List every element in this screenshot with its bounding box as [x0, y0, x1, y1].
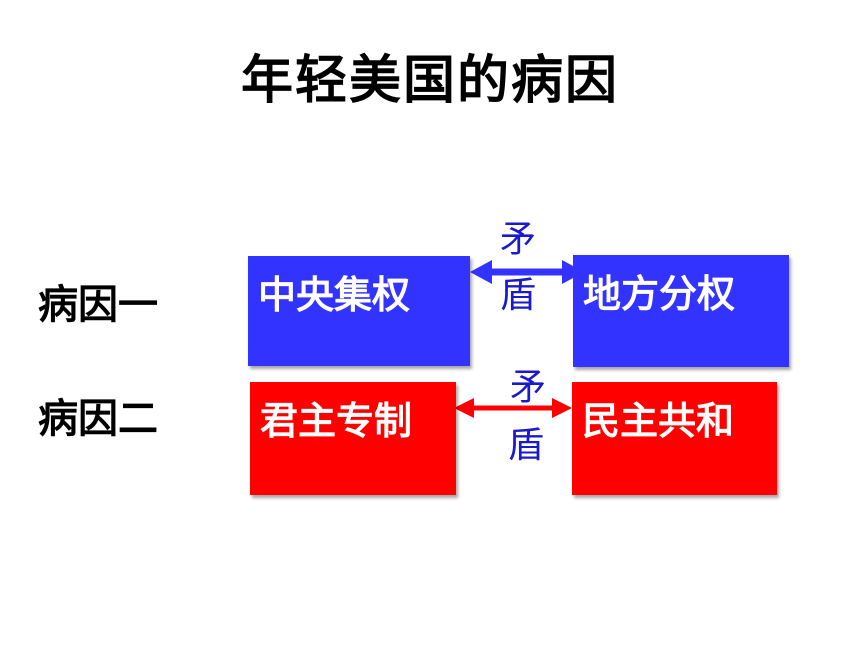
contradiction-label-2-top: 矛: [510, 367, 547, 408]
box-monarchy: 君主专制: [250, 382, 456, 495]
contradiction-label-1-top: 矛: [500, 219, 537, 260]
contradiction-label-2-bottom: 盾: [508, 425, 545, 466]
box-republic: 民主共和: [572, 382, 777, 495]
row-label-cause-two: 病因二: [38, 396, 158, 442]
row-label-cause-one: 病因一: [38, 282, 158, 328]
slide-title: 年轻美国的病因: [240, 51, 619, 111]
box-central-power: 中央集权: [248, 256, 470, 366]
box-local-power: 地方分权: [573, 255, 789, 367]
contradiction-label-1-bottom: 盾: [500, 275, 537, 316]
